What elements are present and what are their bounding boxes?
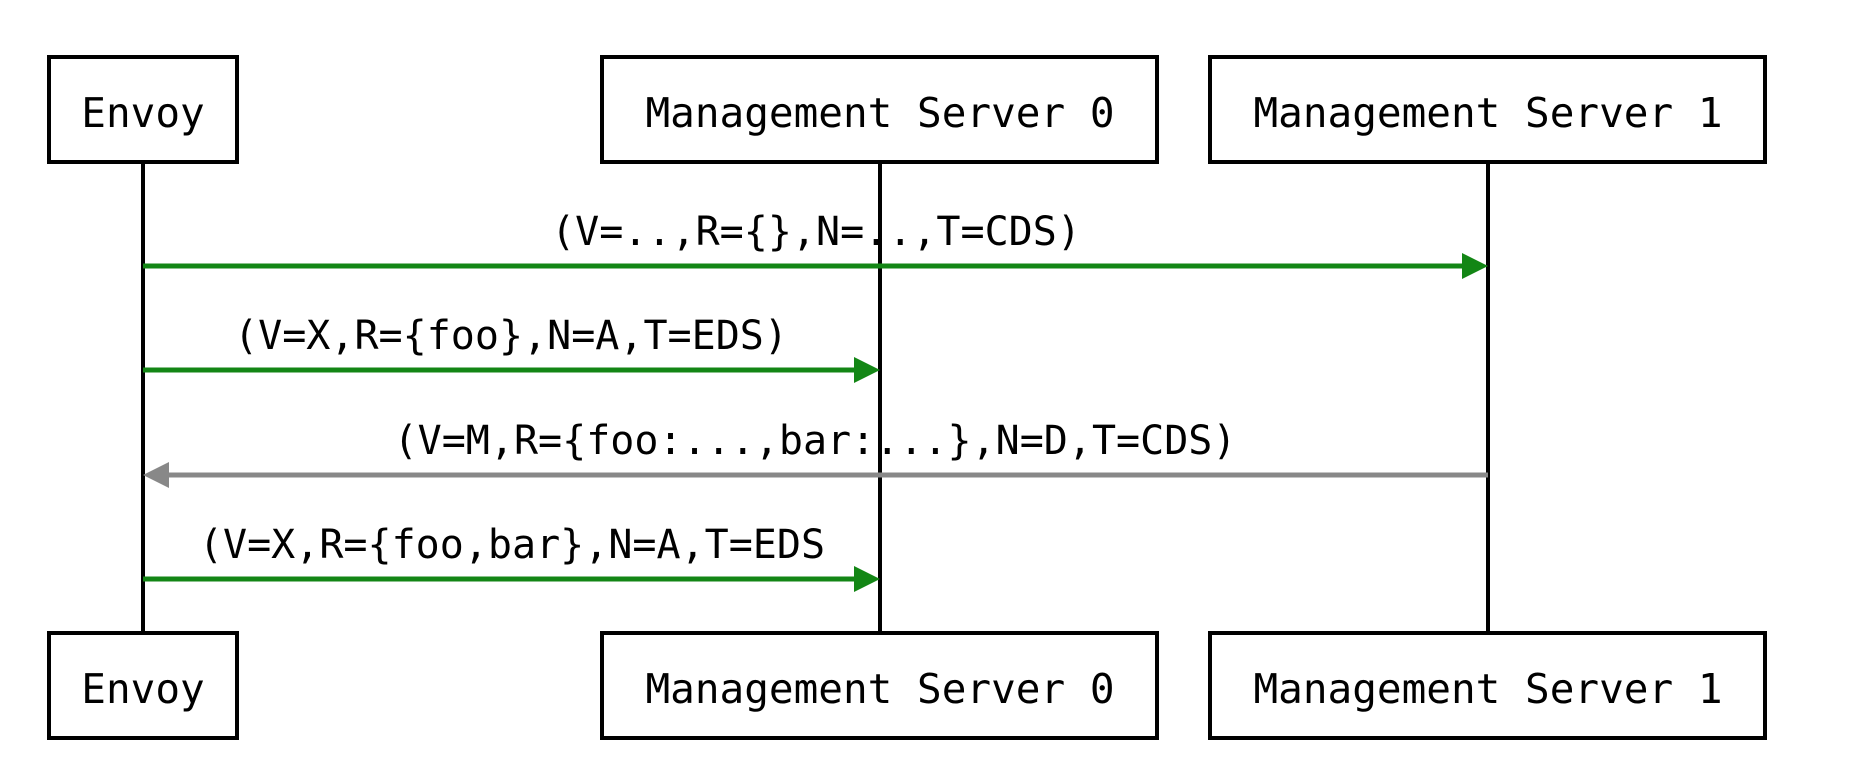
participant-label: Management Server 0 [646, 89, 1115, 137]
message-4: (V=X,R={foo,bar},N=A,T=EDS [143, 522, 880, 592]
participant-box-management-server-1-bottom: Management Server 1 [1208, 631, 1767, 740]
message-label: (V=X,R={foo,bar},N=A,T=EDS [199, 522, 825, 568]
arrowhead-right-icon [854, 566, 880, 592]
participant-label: Management Server 1 [1254, 665, 1723, 713]
participant-label: Management Server 1 [1254, 89, 1723, 137]
message-2: (V=X,R={foo},N=A,T=EDS) [143, 313, 880, 383]
participant-label: Management Server 0 [646, 665, 1115, 713]
participant-box-management-server-1-top: Management Server 1 [1208, 55, 1767, 164]
message-label: (V=M,R={foo:...,bar:...},N=D,T=CDS) [394, 418, 1237, 464]
participant-box-management-server-0-top: Management Server 0 [600, 55, 1159, 164]
participant-box-envoy-bottom: Envoy [47, 631, 239, 740]
message-label: (V=..,R={},N=..,T=CDS) [551, 209, 1081, 255]
message-3: (V=M,R={foo:...,bar:...},N=D,T=CDS) [143, 418, 1488, 488]
participant-label: Envoy [81, 665, 204, 713]
participant-label: Envoy [81, 89, 204, 137]
participant-box-envoy-top: Envoy [47, 55, 239, 164]
message-label: (V=X,R={foo},N=A,T=EDS) [234, 313, 788, 359]
arrowhead-left-icon [143, 462, 169, 488]
participant-box-management-server-0-bottom: Management Server 0 [600, 631, 1159, 740]
message-1: (V=..,R={},N=..,T=CDS) [143, 209, 1488, 279]
arrowhead-right-icon [1462, 253, 1488, 279]
arrowhead-right-icon [854, 357, 880, 383]
